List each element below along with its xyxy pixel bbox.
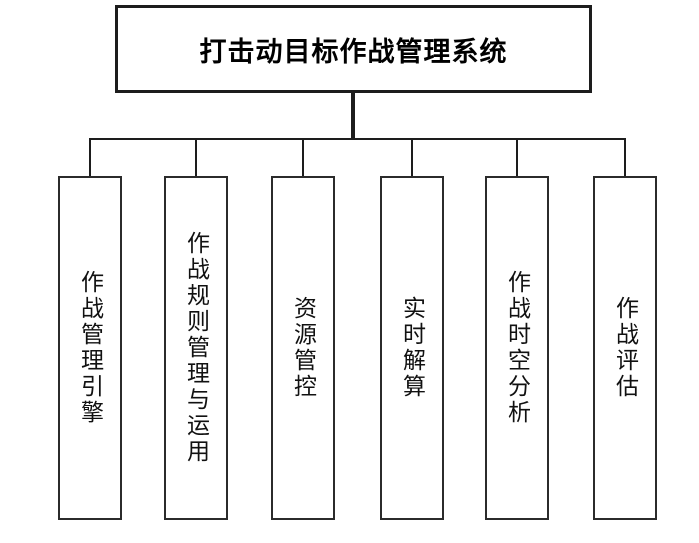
branch-connector-6 (624, 139, 626, 177)
module-label: 作战规则管理与运用 (183, 231, 210, 465)
module-box-resource-control: 资源管控 (271, 176, 335, 520)
module-label: 作战时空分析 (504, 270, 531, 426)
module-label: 实时解算 (399, 296, 426, 400)
module-box-combat-management-engine: 作战管理引擎 (58, 176, 122, 520)
branch-connector-1 (89, 139, 91, 177)
trunk-connector-line (351, 92, 355, 139)
module-box-spatiotemporal-analysis: 作战时空分析 (485, 176, 549, 520)
module-box-combat-evaluation: 作战评估 (593, 176, 657, 520)
branch-connector-2 (195, 139, 197, 177)
module-label: 作战管理引擎 (77, 270, 104, 426)
branch-connector-3 (302, 139, 304, 177)
module-box-realtime-calculation: 实时解算 (380, 176, 444, 520)
horizontal-distribution-line (89, 138, 626, 140)
branch-connector-4 (411, 139, 413, 177)
module-label: 资源管控 (290, 296, 317, 400)
root-node-box: 打击动目标作战管理系统 (115, 5, 592, 93)
module-box-combat-rules-management: 作战规则管理与运用 (164, 176, 228, 520)
module-label: 作战评估 (612, 296, 639, 400)
branch-connector-5 (516, 139, 518, 177)
root-node-label: 打击动目标作战管理系统 (199, 36, 508, 67)
